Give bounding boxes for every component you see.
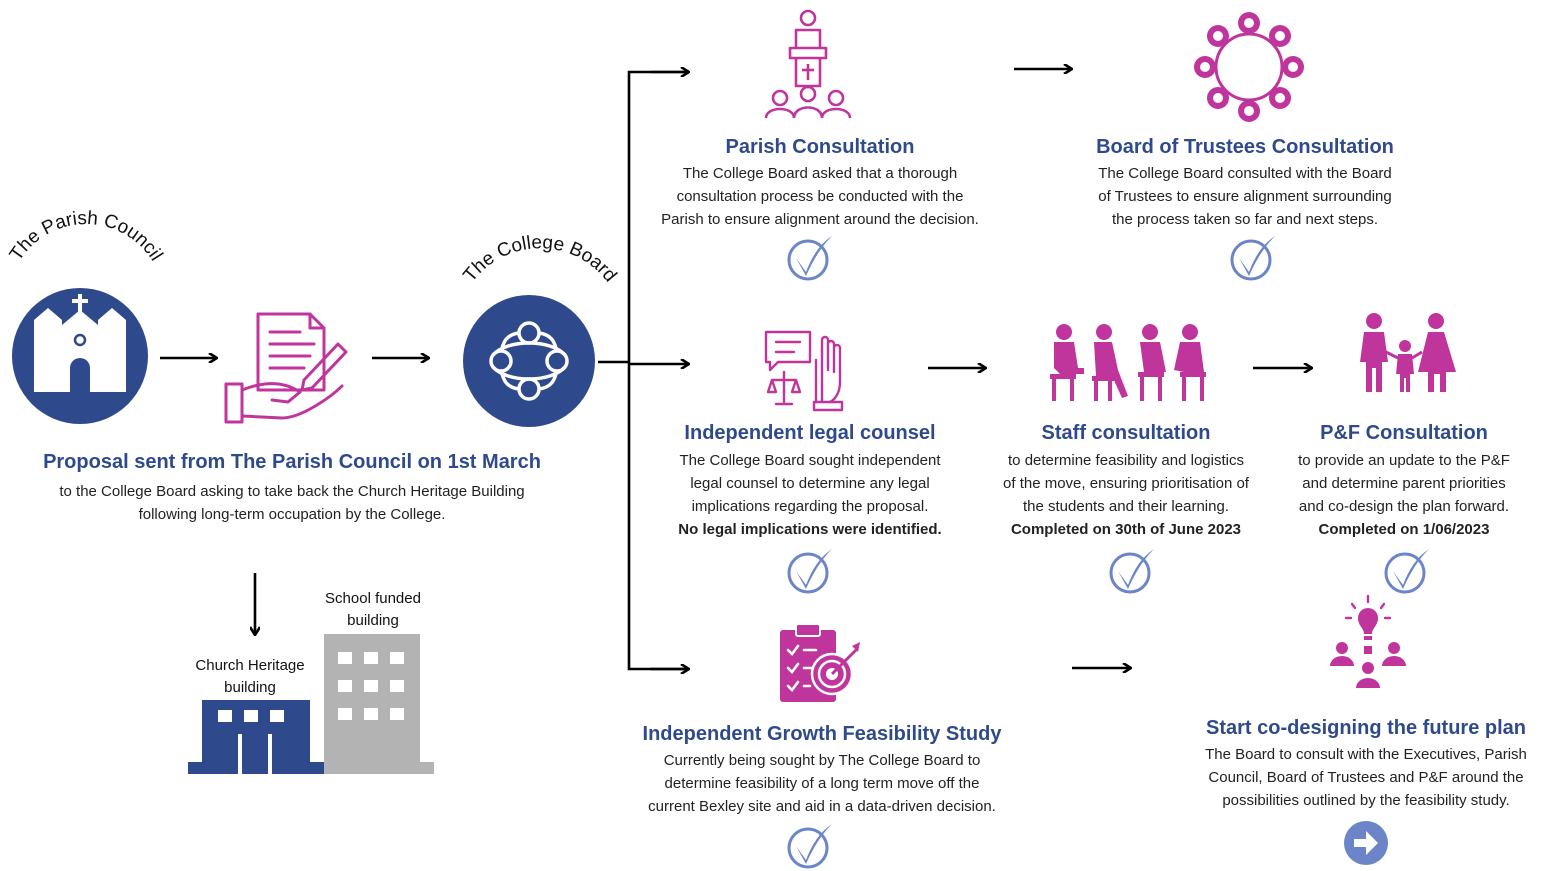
legal-hand-scale-icon (764, 330, 844, 412)
trustees-consultation-title: Board of Trustees Consultation (1096, 136, 1394, 158)
trustees-consultation-description: The College Board consulted with the Boa… (1098, 165, 1392, 228)
codesign-title: Start co-designing the future plan (1205, 717, 1526, 739)
growth-study-title: Independent Growth Feasibility Study (642, 723, 1002, 745)
check-icon (1109, 549, 1154, 594)
document-hand-icon (224, 312, 348, 424)
svg-text:The College Board: The College Board (459, 232, 620, 286)
codesign-description: The Board to consult with the Executives… (1205, 746, 1527, 809)
check-icon (787, 236, 832, 281)
pulpit-audience-icon (764, 9, 852, 119)
family-icon (1360, 313, 1456, 392)
check-icon (787, 824, 832, 869)
growth-study-description: Currently being sought by The College Bo… (648, 752, 996, 815)
college-board-arc-label: The College Board (459, 232, 620, 286)
arrow-right-circle-icon (1344, 821, 1388, 865)
staff-consultation-title: Staff consultation (1041, 422, 1211, 444)
check-icon (787, 549, 832, 594)
proposal-title: Proposal sent from The Parish Council on… (43, 451, 541, 473)
check-icon (1384, 549, 1429, 594)
idea-team-icon (1330, 594, 1406, 688)
checklist-target-icon (780, 623, 860, 702)
check-icon (1230, 236, 1275, 281)
pf-consultation-title: P&F Consultation (1320, 422, 1488, 444)
staff-group-icon (1050, 324, 1206, 401)
church-icon (12, 288, 148, 424)
buildings-icon (188, 634, 434, 774)
proposal-description: to the College Board asking to take back… (59, 483, 525, 523)
legal-counsel-title: Independent legal counsel (684, 422, 936, 444)
round-table-icon (1194, 12, 1304, 122)
parish-consultation-title: Parish Consultation (725, 136, 915, 158)
knot-icon (463, 295, 595, 427)
